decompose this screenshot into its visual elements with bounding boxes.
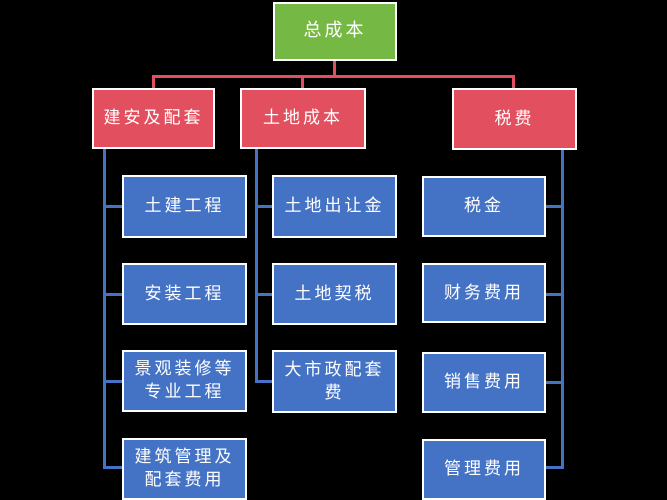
leaf-node-civil-works: 土建工程 xyxy=(122,175,247,238)
leaf-node-tax: 税金 xyxy=(422,176,546,237)
leaf-node-land-transfer-fee: 土地出让金 xyxy=(272,175,397,238)
node-label: 管理费用 xyxy=(444,459,524,480)
leaf-node-construction-mgmt-fees: 建筑管理及配套费用 xyxy=(122,438,247,500)
connector-drop-left xyxy=(152,75,155,89)
connector-drop-middle xyxy=(301,75,304,89)
node-land-cost: 土地成本 xyxy=(240,88,366,149)
leaf-node-sales-expenses: 销售费用 xyxy=(422,352,546,413)
connector-stub xyxy=(103,466,122,469)
node-label: 土地成本 xyxy=(263,108,343,129)
connector-stub xyxy=(546,205,564,208)
connector-stub xyxy=(546,466,564,469)
node-label: 税金 xyxy=(464,196,504,217)
leaf-node-landscape-specialty-works: 景观装修等专业工程 xyxy=(122,350,247,412)
connector-spine-col1 xyxy=(103,149,106,469)
node-label: 土建工程 xyxy=(144,196,225,217)
connector-stub xyxy=(103,380,122,383)
node-label: 大市政配套费 xyxy=(284,359,385,403)
node-label: 景观装修等专业工程 xyxy=(134,359,235,402)
connector-stub xyxy=(103,293,122,296)
node-label: 销售费用 xyxy=(444,372,524,393)
connector-spine-col2 xyxy=(255,149,258,382)
connector-level2-crossbar xyxy=(152,75,515,78)
leaf-node-land-deed-tax: 土地契税 xyxy=(272,263,397,325)
node-label: 建安及配套 xyxy=(103,108,204,129)
leaf-node-financial-expenses: 财务费用 xyxy=(422,263,546,323)
leaf-node-municipal-supporting-fee: 大市政配套费 xyxy=(272,350,397,413)
node-total-cost: 总成本 xyxy=(273,2,397,61)
connector-stub xyxy=(255,293,272,296)
connector-stub xyxy=(255,380,272,383)
connector-stub xyxy=(546,381,564,384)
node-taxes-fees: 税费 xyxy=(452,88,577,150)
connector-stub xyxy=(255,205,272,208)
leaf-node-installation-works: 安装工程 xyxy=(122,263,247,325)
node-construction-and-supporting: 建安及配套 xyxy=(92,88,215,149)
leaf-node-management-expenses: 管理费用 xyxy=(422,439,546,500)
node-label: 税费 xyxy=(494,108,535,129)
node-label: 财务费用 xyxy=(444,282,524,303)
node-label: 建筑管理及配套费用 xyxy=(134,447,235,490)
connector-stub xyxy=(103,205,122,208)
node-label: 总成本 xyxy=(303,20,367,42)
connector-stub xyxy=(546,293,564,296)
node-label: 土地契税 xyxy=(294,283,375,304)
node-label: 土地出让金 xyxy=(284,196,385,217)
connector-root-stem xyxy=(333,60,336,77)
node-label: 安装工程 xyxy=(144,283,225,304)
connector-spine-col3 xyxy=(561,150,564,469)
connector-drop-right xyxy=(512,75,515,89)
